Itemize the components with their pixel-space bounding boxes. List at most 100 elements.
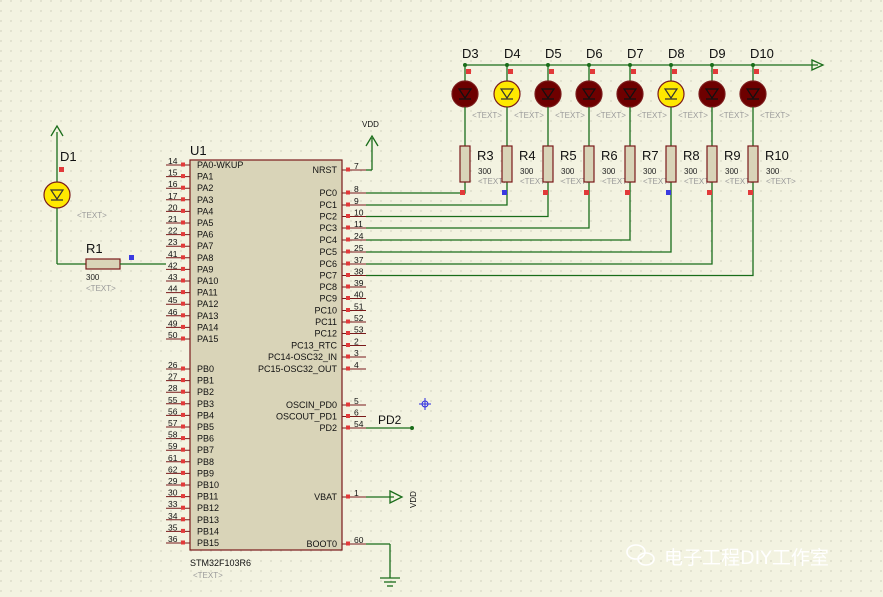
mcu-pin-name: PA6 — [197, 230, 213, 240]
mcu-pin-number: 6 — [354, 408, 359, 418]
mcu-pin-name: PA1 — [197, 172, 213, 182]
d1-led-circuit[interactable]: D1 <TEXT> R1 300 <TEXT> — [43, 124, 166, 293]
mcu-right-pins: 7NRST8PC09PC110PC211PC324PC425PC537PC638… — [258, 161, 366, 549]
led-text: <TEXT> — [514, 111, 544, 120]
mcu-pin-number: 22 — [168, 226, 178, 236]
mcu-pin-name: PB2 — [197, 387, 214, 397]
resistor[interactable] — [665, 145, 677, 183]
mcu-pin-name: PD2 — [319, 423, 337, 433]
mcu-pin-number: 62 — [168, 464, 178, 474]
mcu-pin-name: PC9 — [319, 294, 337, 304]
pin-marker — [346, 494, 350, 499]
r1-resistor[interactable] — [85, 258, 121, 270]
pin-marker — [181, 540, 185, 545]
resistor-ref: R5 — [560, 148, 577, 163]
led[interactable] — [698, 80, 726, 108]
led-ref: D7 — [627, 46, 644, 61]
pin-marker — [346, 237, 350, 242]
led[interactable] — [616, 80, 644, 108]
pin-marker — [181, 389, 185, 394]
resistor[interactable] — [747, 145, 759, 183]
diode-icon — [745, 88, 761, 100]
pin-marker — [502, 190, 507, 195]
led[interactable] — [575, 80, 603, 108]
led[interactable] — [739, 80, 767, 108]
pin-marker — [346, 202, 350, 207]
pd2-net: PD2 — [366, 413, 414, 430]
pin-marker — [754, 69, 759, 74]
vbat-vdd: VDD — [366, 489, 418, 508]
mcu-pin-number: 8 — [354, 184, 359, 194]
led[interactable] — [451, 80, 479, 108]
led[interactable] — [493, 80, 521, 108]
pin-marker — [346, 541, 350, 546]
mcu-pin-name: PB15 — [197, 538, 219, 548]
led-ref: D5 — [545, 46, 562, 61]
mcu-pin-number: 36 — [168, 534, 178, 544]
mcu-pin-number: 39 — [354, 278, 364, 288]
mcu-pin-name: PC15-OSC32_OUT — [258, 364, 338, 374]
led-text: <TEXT> — [555, 111, 585, 120]
pin-marker — [181, 313, 185, 318]
mcu-pin-name: PB7 — [197, 445, 214, 455]
resistor-text: <TEXT> — [643, 177, 673, 186]
mcu-pin-number: 3 — [354, 348, 359, 358]
mcu-pin-number: 59 — [168, 441, 178, 451]
mcu-pin-number: 43 — [168, 272, 178, 282]
pin-marker — [466, 69, 471, 74]
mcu-pin-name: PB0 — [197, 364, 214, 374]
mcu-pin-name: PB6 — [197, 434, 214, 444]
mcu-pin-name: PB4 — [197, 410, 214, 420]
pin-marker — [346, 249, 350, 254]
led[interactable] — [534, 80, 562, 108]
led[interactable] — [657, 80, 685, 108]
resistor-value: 300 — [520, 167, 534, 176]
mcu-pin-number: 17 — [168, 191, 178, 201]
resistor[interactable] — [583, 145, 595, 183]
pin-marker — [181, 301, 185, 306]
mcu-pin-name: PA8 — [197, 253, 213, 263]
led-text: <TEXT> — [719, 111, 749, 120]
resistor-value: 300 — [725, 167, 739, 176]
pin-marker — [346, 425, 350, 430]
resistor[interactable] — [624, 145, 636, 183]
pin-marker — [181, 366, 185, 371]
d1-led[interactable] — [43, 181, 71, 209]
pin-marker — [181, 174, 185, 179]
resistor[interactable] — [542, 145, 554, 183]
mcu-pin-number: 56 — [168, 406, 178, 416]
mcu-pin-name: PA14 — [197, 322, 218, 332]
mcu-pin-number: 53 — [354, 325, 364, 335]
mcu-part: STM32F103R6 — [190, 558, 251, 568]
led-ref: D4 — [504, 46, 521, 61]
resistor[interactable] — [459, 145, 471, 183]
diode-icon — [499, 88, 515, 100]
mcu-pin-name: PC14-OSC32_IN — [268, 352, 337, 362]
pin-marker — [181, 197, 185, 202]
mcu-pin-name: PB13 — [197, 515, 219, 525]
pin-marker — [346, 261, 350, 266]
nrst-vdd: VDD — [362, 120, 379, 171]
resistor-ref: R3 — [477, 148, 494, 163]
mcu-pin-number: 45 — [168, 295, 178, 305]
pd2-label: PD2 — [378, 413, 402, 427]
port-c-wire — [366, 182, 754, 277]
resistor[interactable] — [501, 145, 513, 183]
mcu-pin-name: VBAT — [314, 492, 337, 502]
mcu-pin-number: 57 — [168, 418, 178, 428]
wechat-icon — [626, 544, 655, 566]
pin-marker — [460, 190, 465, 195]
resistor[interactable] — [706, 145, 718, 183]
pin-marker — [181, 482, 185, 487]
mcu-pin-number: 55 — [168, 395, 178, 405]
pin-marker — [713, 69, 718, 74]
port-c-wire — [366, 182, 590, 229]
pin-marker — [346, 284, 350, 289]
resistor-text: <TEXT> — [478, 177, 508, 186]
vdd-label-vbat: VDD — [409, 491, 418, 508]
